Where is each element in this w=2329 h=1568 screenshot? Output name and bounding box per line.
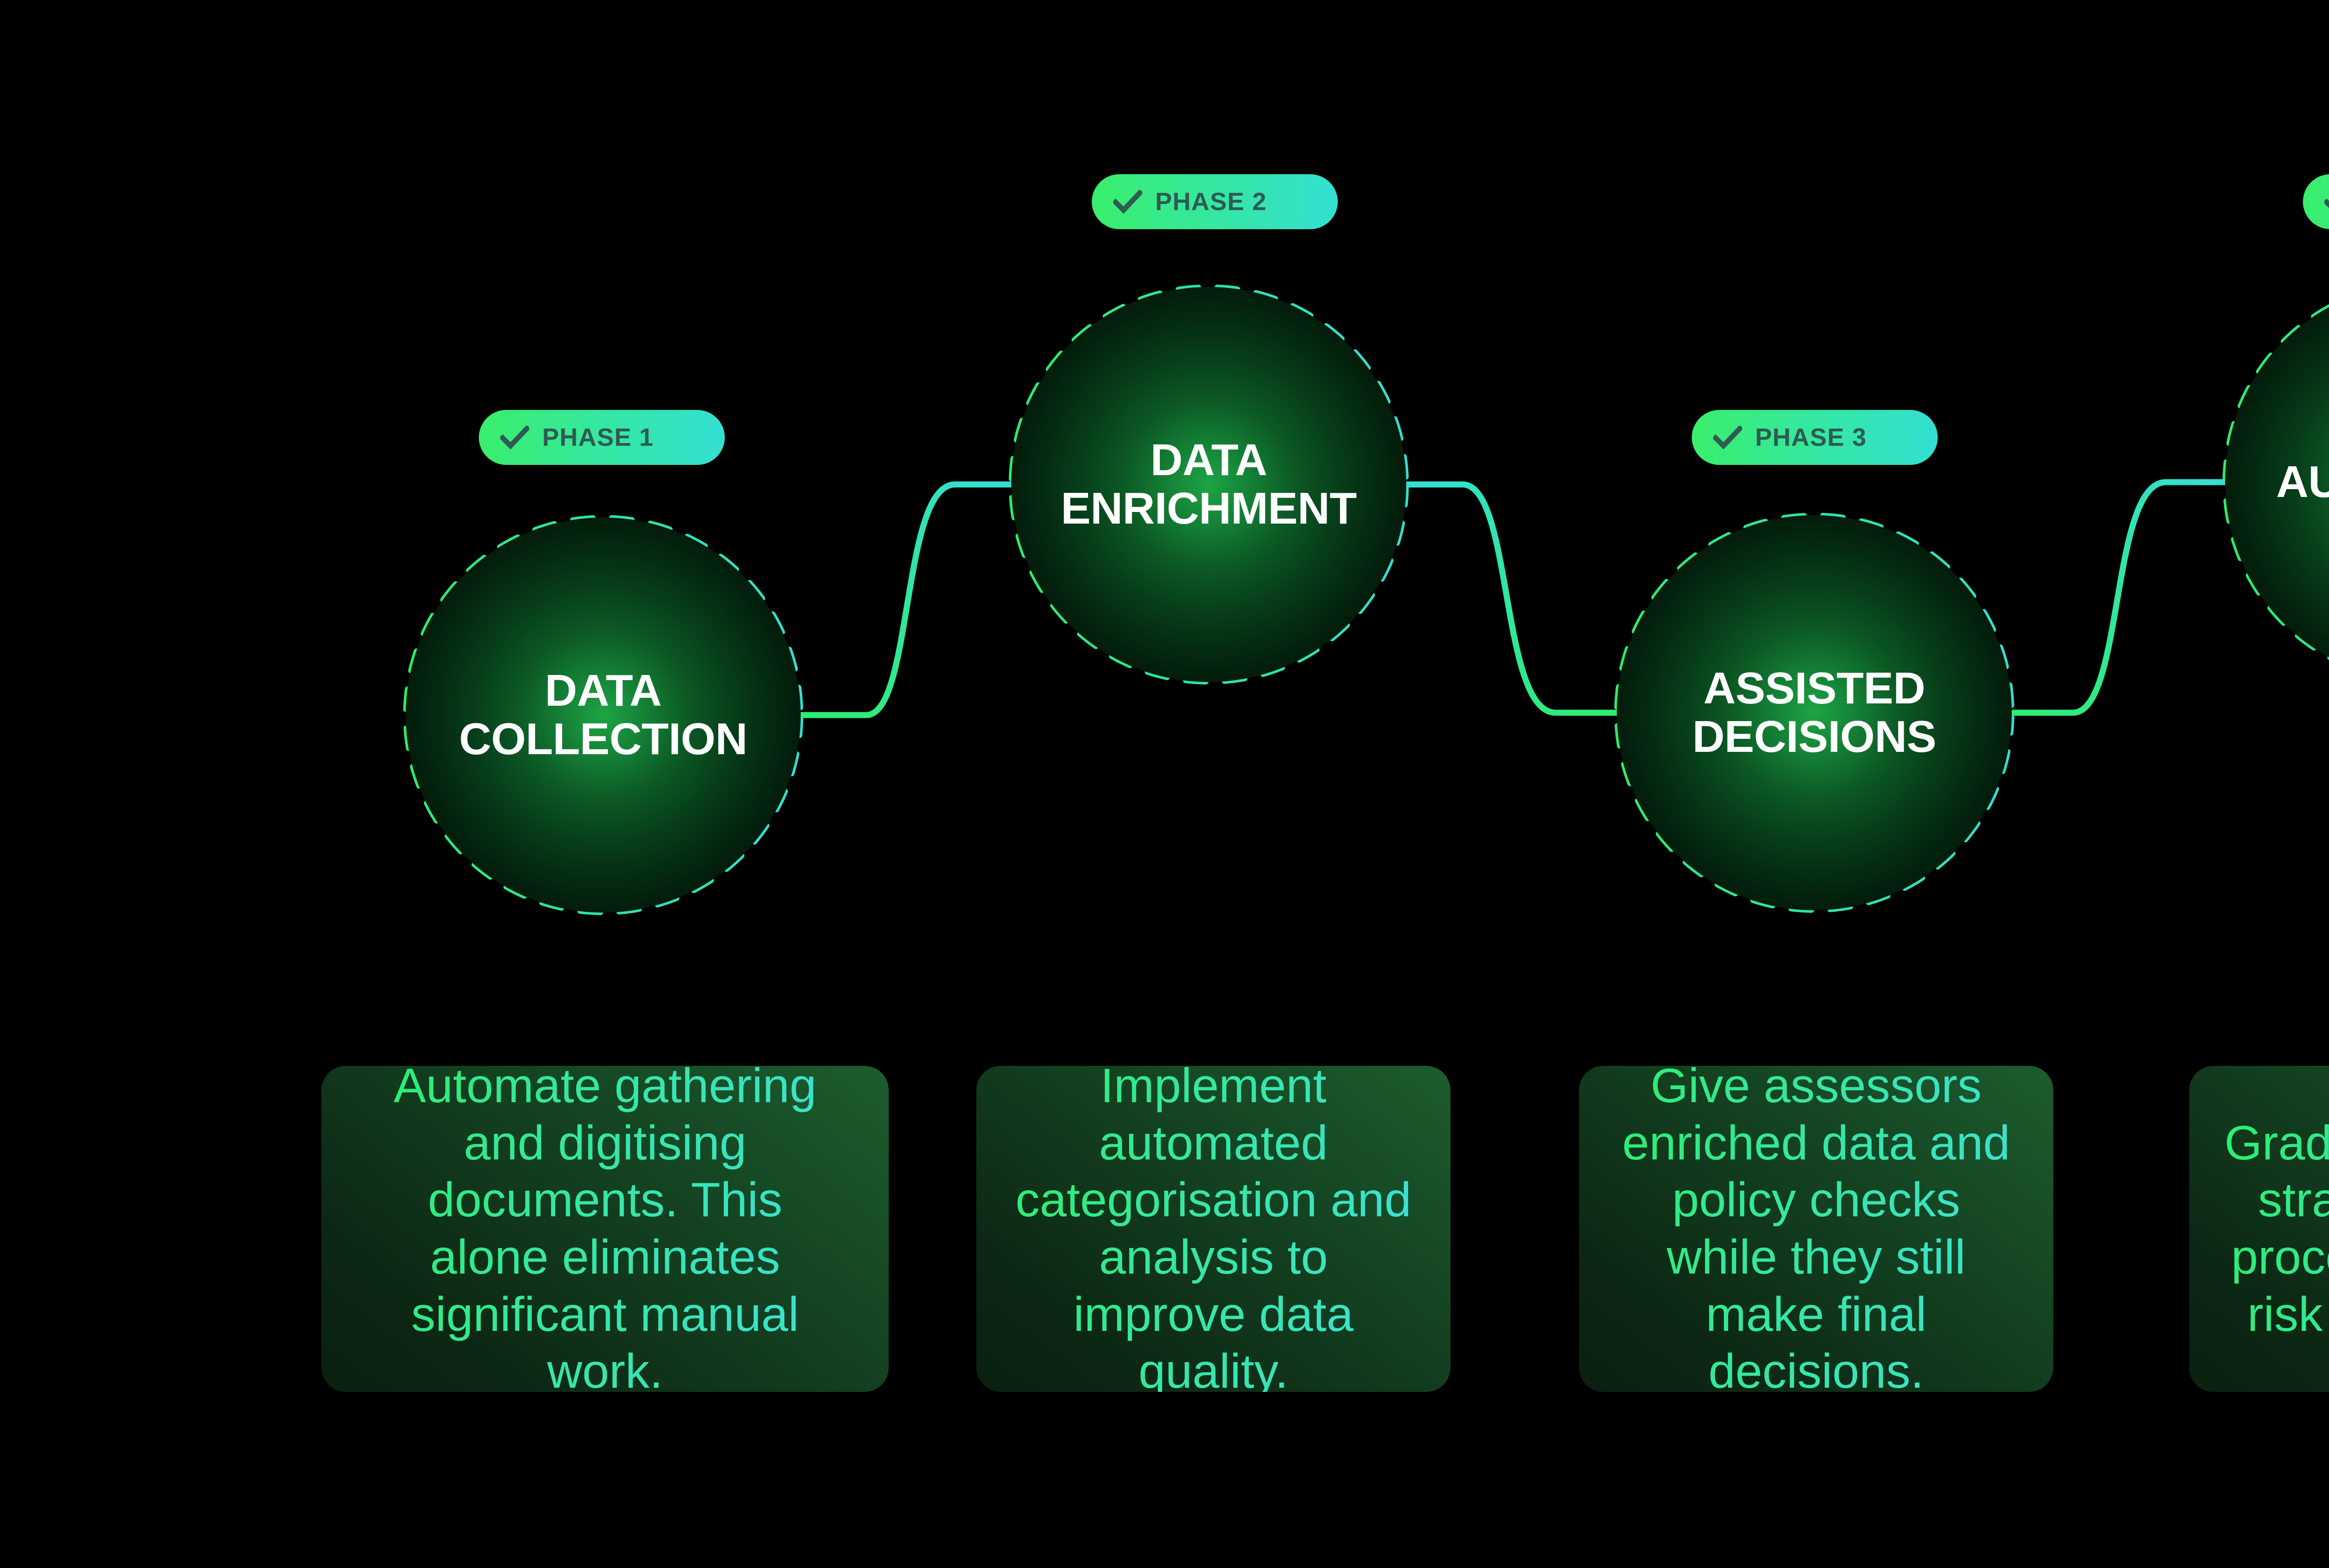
phase-node-1[interactable]: DATA COLLECTION	[406, 518, 801, 913]
phase-card-text-1: Automate gathering and digitising docume…	[368, 1066, 843, 1392]
card-background-2	[976, 1066, 1451, 1392]
phase-node-3[interactable]: ASSISTED DECISIONS	[1617, 515, 2012, 910]
phase-card-2[interactable]: Implement automated categorisation and a…	[976, 1066, 1451, 1392]
connector-3-to-4	[2008, 479, 2229, 716]
check-icon	[2324, 198, 2329, 208]
phase-badge-3[interactable]: PHASE 3	[1692, 410, 1938, 465]
phase-node-label-2: DATA ENRICHMENT	[1061, 435, 1357, 533]
phase-card-text-4: Gradually increase straight through proc…	[2217, 1115, 2329, 1343]
phase-card-text-2: Implement automated categorisation and a…	[1011, 1066, 1416, 1392]
card-background-4	[2189, 1066, 2329, 1392]
check-icon	[500, 426, 529, 449]
phase-card-3[interactable]: Give assessors enriched data and policy …	[1579, 1066, 2053, 1392]
connector-1-to-2	[797, 481, 1015, 718]
phase-node-label-4: AUTOMATION	[2276, 457, 2329, 507]
phase-badge-label-2: PHASE 2	[1155, 188, 1267, 216]
card-background-1	[321, 1066, 889, 1392]
phase-card-4[interactable]: Gradually increase straight through proc…	[2189, 1066, 2329, 1392]
phase-node-label-3: ASSISTED DECISIONS	[1692, 663, 1936, 762]
node-glow-3	[1617, 515, 2012, 910]
phase-badge-label-1: PHASE 1	[542, 423, 654, 451]
check-icon	[1713, 426, 1742, 449]
card-background-3	[1579, 1066, 2053, 1392]
phase-card-text-3: Give assessors enriched data and policy …	[1611, 1066, 2021, 1392]
phase-badge-2[interactable]: PHASE 2	[1092, 174, 1338, 229]
node-glow-2	[1011, 287, 1406, 682]
phase-badge-label-3: PHASE 3	[1755, 423, 1867, 451]
phase-node-label-1: DATA COLLECTION	[459, 666, 748, 764]
phase-badge-1[interactable]: PHASE 1	[479, 410, 725, 465]
check-icon	[1113, 190, 1142, 213]
phase-card-1[interactable]: Automate gathering and digitising docume…	[321, 1066, 889, 1392]
connector-2-to-3	[1403, 481, 1620, 716]
phase-node-2[interactable]: DATA ENRICHMENT	[1011, 287, 1406, 682]
node-glow-1	[406, 518, 801, 913]
